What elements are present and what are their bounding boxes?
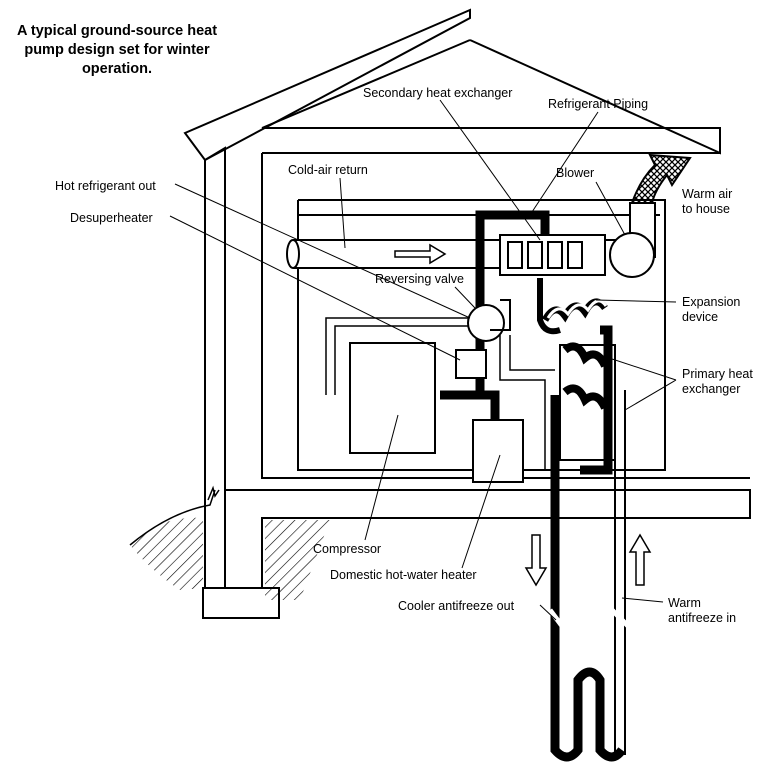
roof-inner bbox=[261, 39, 721, 155]
blower bbox=[605, 153, 692, 278]
leader-lines bbox=[169, 99, 677, 621]
label-expansion-1: Expansion bbox=[682, 295, 740, 309]
expansion-device bbox=[537, 278, 608, 335]
label-primary-1: Primary heat bbox=[682, 367, 753, 381]
warm-air-arrow bbox=[630, 153, 692, 204]
label-warm-antifreeze-1: Warm bbox=[668, 596, 701, 610]
label-domestic-hot-water: Domestic hot-water heater bbox=[330, 568, 477, 582]
label-refrigerant-piping: Refrigerant Piping bbox=[548, 97, 648, 111]
label-compressor: Compressor bbox=[313, 542, 381, 556]
thin-piping bbox=[325, 317, 560, 471]
secondary-heat-exchanger bbox=[499, 234, 606, 276]
cold-air-return-duct bbox=[286, 239, 501, 269]
down-flow-arrow bbox=[524, 534, 548, 587]
label-desuperheater: Desuperheater bbox=[70, 211, 153, 225]
label-cooler-antifreeze: Cooler antifreeze out bbox=[398, 599, 515, 613]
ground-hatching bbox=[129, 485, 330, 600]
up-flow-arrow bbox=[628, 533, 652, 586]
label-warm-antifreeze-2: antifreeze in bbox=[668, 611, 736, 625]
label-primary-2: exchanger bbox=[682, 382, 740, 396]
foundation-footing bbox=[202, 587, 280, 619]
reversing-valve bbox=[467, 299, 511, 342]
label-warm-air-1: Warm air bbox=[682, 187, 732, 201]
left-wall bbox=[204, 146, 226, 590]
label-cold-air-return: Cold-air return bbox=[288, 163, 368, 177]
label-warm-air-2: to house bbox=[682, 202, 730, 216]
cooler-antifreeze-pipe bbox=[550, 395, 626, 762]
diagram-title: A typical ground-source heat pump design… bbox=[16, 23, 218, 77]
warm-antifreeze-pipe bbox=[614, 388, 626, 755]
ground-loop bbox=[548, 388, 630, 762]
labels: Secondary heat exchanger Refrigerant Pip… bbox=[55, 86, 753, 625]
primary-heat-exchanger bbox=[559, 325, 616, 475]
label-reversing-valve: Reversing valve bbox=[375, 272, 464, 286]
label-secondary-heat-exchanger: Secondary heat exchanger bbox=[363, 86, 512, 100]
floor-slab bbox=[224, 489, 751, 600]
domestic-hot-water-heater bbox=[472, 419, 524, 483]
label-hot-refrigerant-out: Hot refrigerant out bbox=[55, 179, 156, 193]
label-blower: Blower bbox=[556, 166, 594, 180]
desuperheater bbox=[455, 349, 487, 379]
label-expansion-2: device bbox=[682, 310, 718, 324]
roof-outer bbox=[183, 8, 471, 162]
